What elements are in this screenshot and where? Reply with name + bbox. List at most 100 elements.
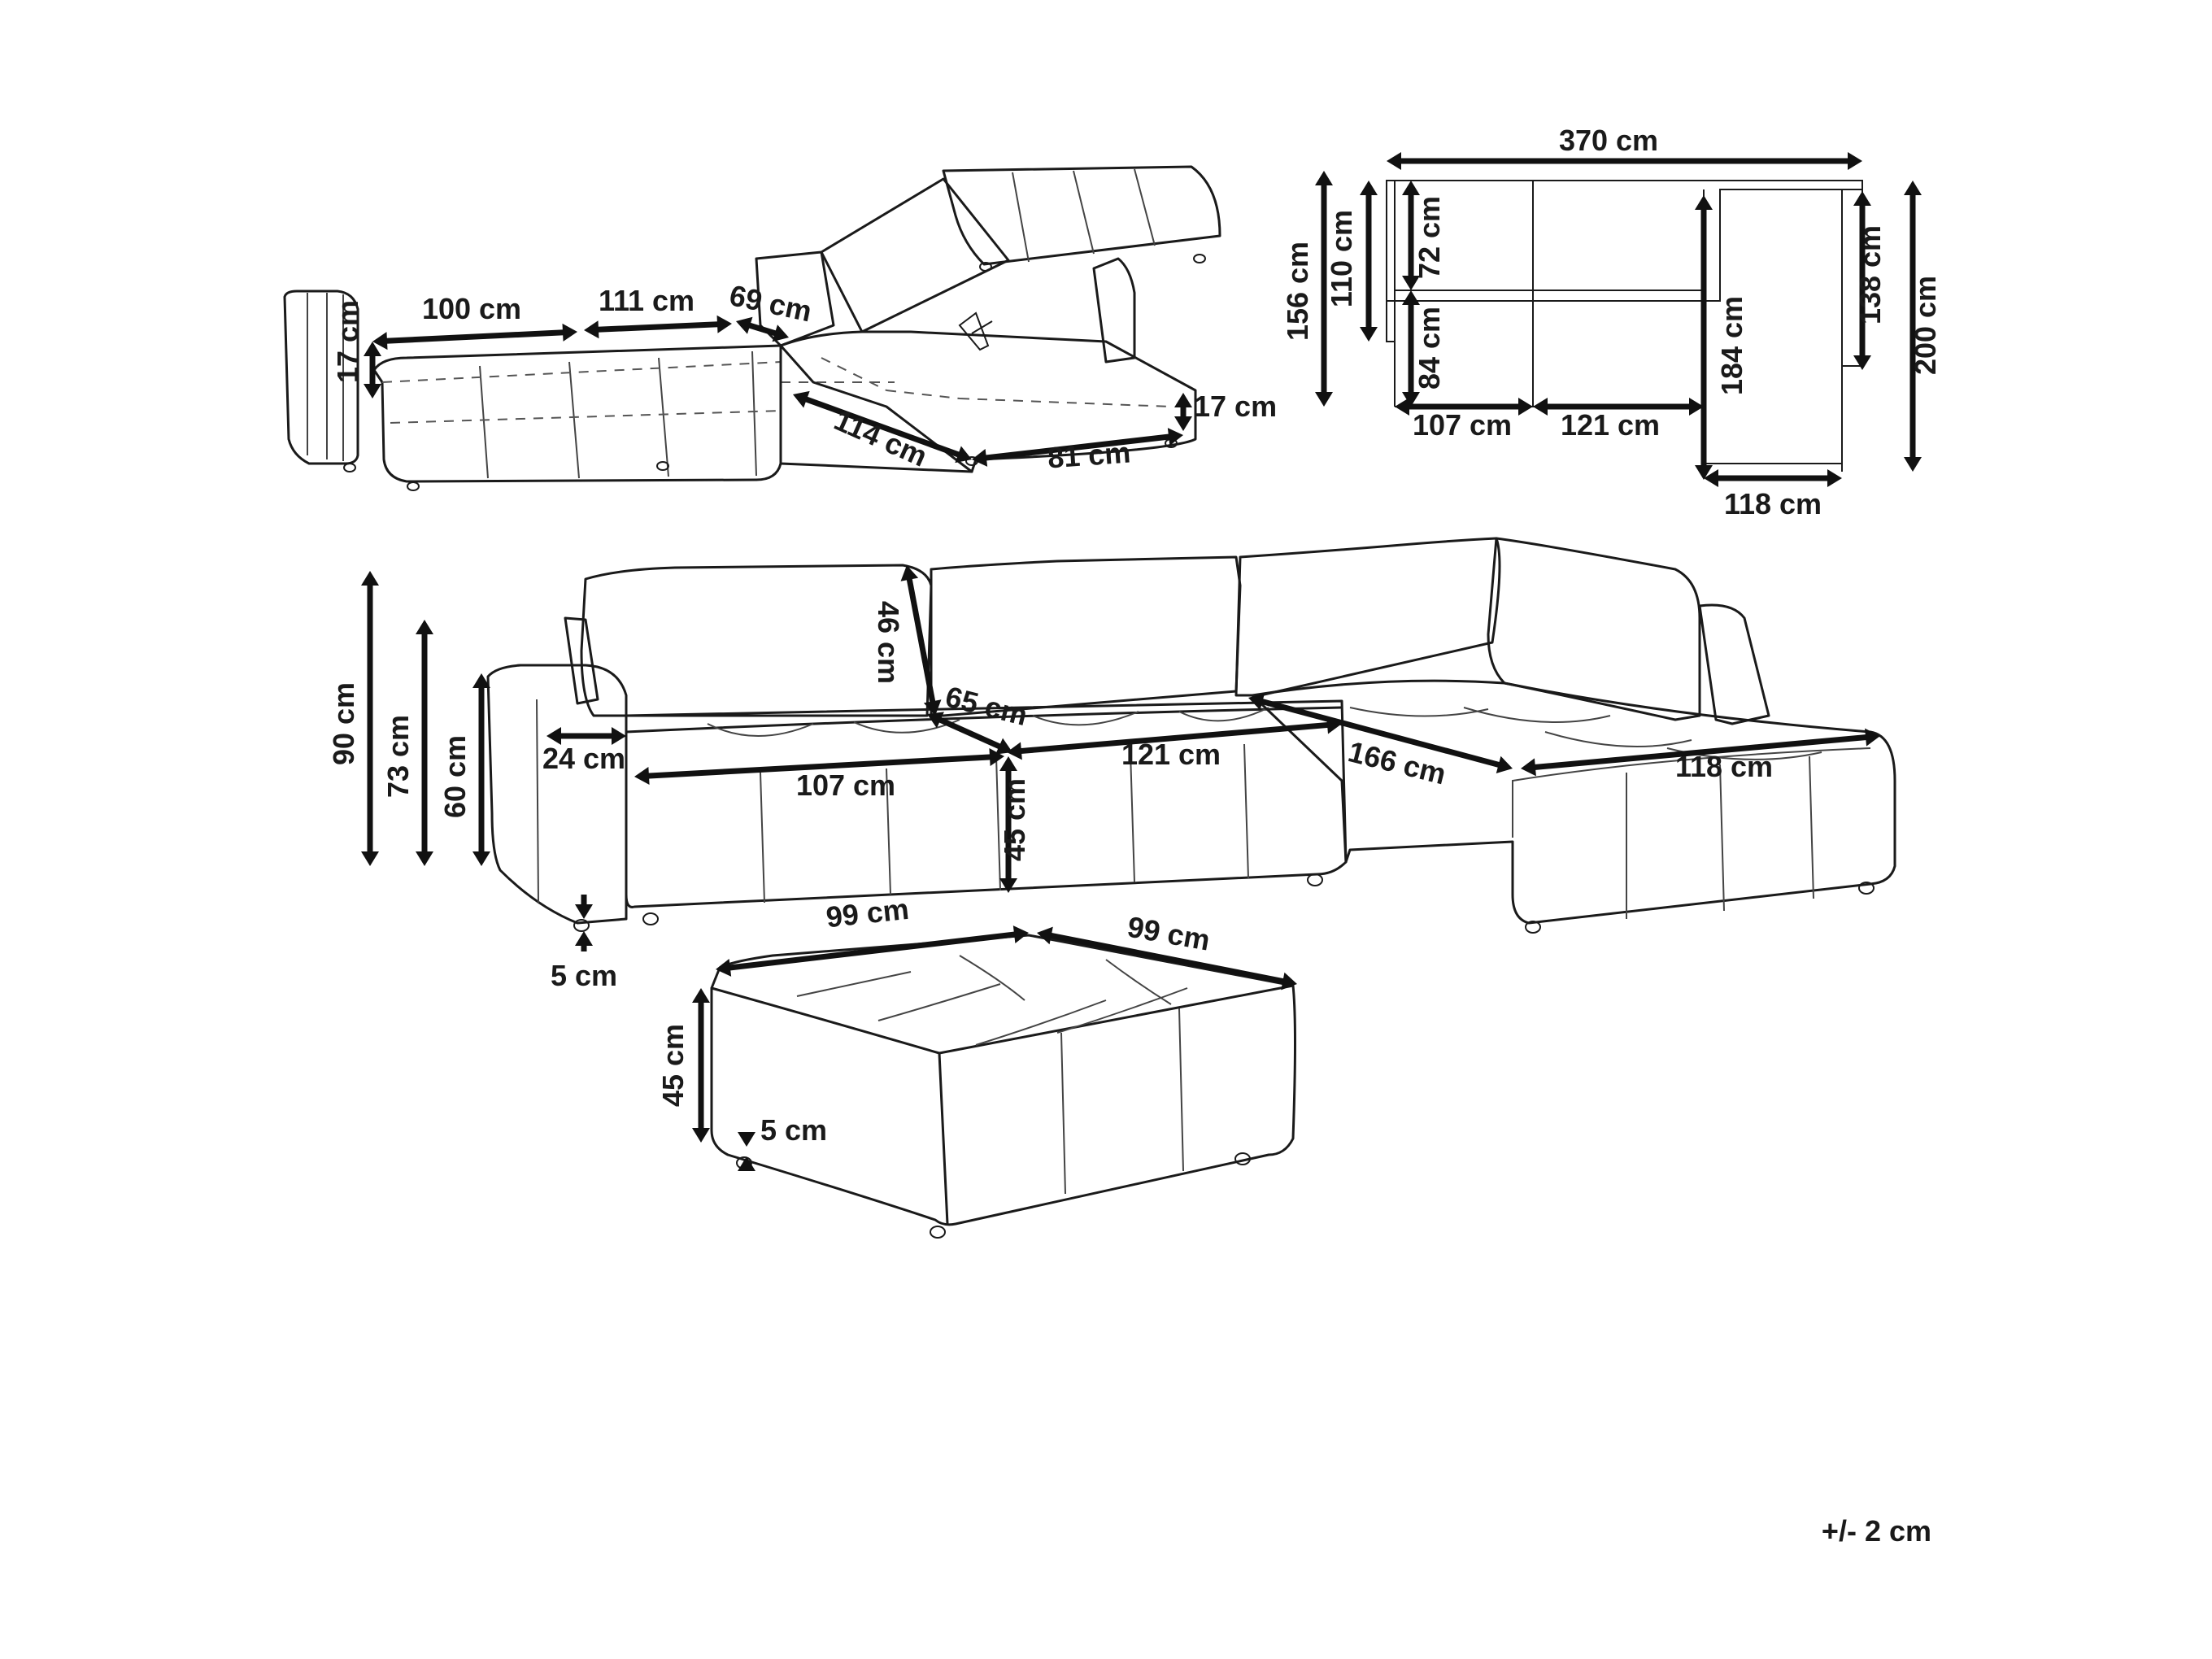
arrowhead (1281, 972, 1297, 991)
ottoman-view (710, 934, 1296, 1239)
arrowhead (738, 1132, 755, 1147)
arrowhead (634, 767, 650, 785)
arrowhead (1704, 469, 1718, 487)
dim-label: 121 cm (1561, 408, 1660, 442)
dim-label: 45 cm (998, 778, 1031, 861)
dim-label: 17 cm (1194, 390, 1277, 423)
dim-label: 60 cm (438, 735, 472, 818)
arrowhead (1827, 469, 1842, 487)
arrowhead (1360, 181, 1378, 195)
arrowhead (738, 1156, 755, 1171)
dim-label: 107 cm (796, 769, 895, 802)
dimension-line (383, 329, 567, 344)
dim-label: 110 cm (1325, 210, 1358, 307)
arrowhead (1853, 355, 1871, 370)
arrowhead (1007, 742, 1022, 760)
arrowhead (546, 727, 561, 745)
arrowhead (1167, 428, 1183, 446)
arrowhead (1402, 181, 1420, 195)
arrowhead (1174, 393, 1192, 407)
dim-label: 200 cm (1909, 276, 1942, 375)
dim-label: 5 cm (551, 959, 617, 992)
arrowhead (472, 673, 490, 688)
arrowhead (900, 565, 919, 581)
arrowhead (793, 390, 810, 408)
arrowhead (612, 727, 626, 745)
dim-label: 72 cm (1413, 196, 1446, 279)
arrowhead (1387, 152, 1401, 170)
arrowhead (1037, 926, 1053, 945)
arrowhead (1518, 398, 1533, 416)
dimension-line (802, 395, 963, 459)
arrowhead (1695, 465, 1713, 480)
arrowhead (472, 851, 490, 866)
arrowhead (1689, 398, 1704, 416)
arrowhead (736, 316, 753, 334)
arrowhead (989, 748, 1004, 766)
dim-label: 46 cm (872, 601, 905, 684)
arrowhead (1904, 457, 1922, 472)
arrowhead (1402, 392, 1420, 407)
dimension-line (906, 576, 936, 705)
dim-label: 166 cm (1345, 734, 1449, 790)
arrowhead (575, 904, 593, 919)
arrowhead (1360, 327, 1378, 342)
dimension-line (1017, 721, 1331, 755)
arrowhead (1402, 290, 1420, 305)
arrowhead (416, 620, 433, 634)
dimension-line (982, 433, 1173, 461)
dim-label: 118 cm (1675, 750, 1773, 783)
arrowhead (364, 384, 381, 398)
dim-label: 184 cm (1715, 296, 1748, 395)
dimension-line (936, 716, 1004, 751)
dim-label: 138 cm (1853, 225, 1887, 324)
dim-label: 100 cm (422, 292, 521, 325)
arrowhead (1848, 152, 1862, 170)
dim-label: 84 cm (1413, 307, 1446, 390)
tolerance-note: +/- 2 cm (1822, 1514, 1931, 1548)
dimension-line (1258, 698, 1503, 769)
dimension-line (1047, 932, 1287, 985)
arrowhead (1402, 276, 1420, 290)
dim-label: 45 cm (656, 1024, 690, 1107)
arrowhead (1248, 693, 1265, 711)
arrowhead (584, 320, 599, 339)
dim-label: 90 cm (327, 682, 360, 765)
arrowhead (1521, 758, 1536, 777)
dimension-line (726, 931, 1018, 971)
arrowhead (923, 699, 942, 716)
dimension-arrows (361, 152, 1922, 1171)
dim-label: 118 cm (1724, 487, 1822, 520)
arrowhead (575, 931, 593, 946)
arrowhead (372, 332, 388, 351)
arrowhead (692, 1128, 710, 1143)
dimension-line (645, 754, 994, 779)
dim-label: 24 cm (542, 742, 625, 775)
arrowhead (716, 958, 732, 977)
arrowhead (927, 712, 944, 729)
front-view (486, 537, 1896, 934)
dim-label: 121 cm (1121, 738, 1221, 771)
arrowhead (716, 315, 732, 333)
dim-label: 156 cm (1281, 242, 1314, 341)
arrowhead (364, 342, 381, 356)
dimension-line (1531, 734, 1870, 771)
dim-label: 81 cm (1047, 436, 1132, 475)
arrowhead (972, 449, 988, 467)
arrowhead (1012, 925, 1029, 944)
arrowhead (416, 851, 433, 866)
dim-label: 17 cm (331, 300, 364, 383)
dim-label: 114 cm (830, 403, 932, 472)
dim-label: 73 cm (381, 715, 415, 798)
arrowhead (562, 323, 577, 342)
arrowhead (1853, 191, 1871, 206)
arrowhead (1395, 398, 1409, 416)
dim-label: 111 cm (599, 284, 695, 317)
arrowhead (1315, 171, 1333, 185)
storage-view (283, 165, 1221, 491)
arrowhead (772, 324, 789, 342)
arrowhead (361, 851, 379, 866)
arrowhead (1496, 755, 1513, 773)
arrowhead (955, 446, 972, 464)
arrowhead (1315, 392, 1333, 407)
